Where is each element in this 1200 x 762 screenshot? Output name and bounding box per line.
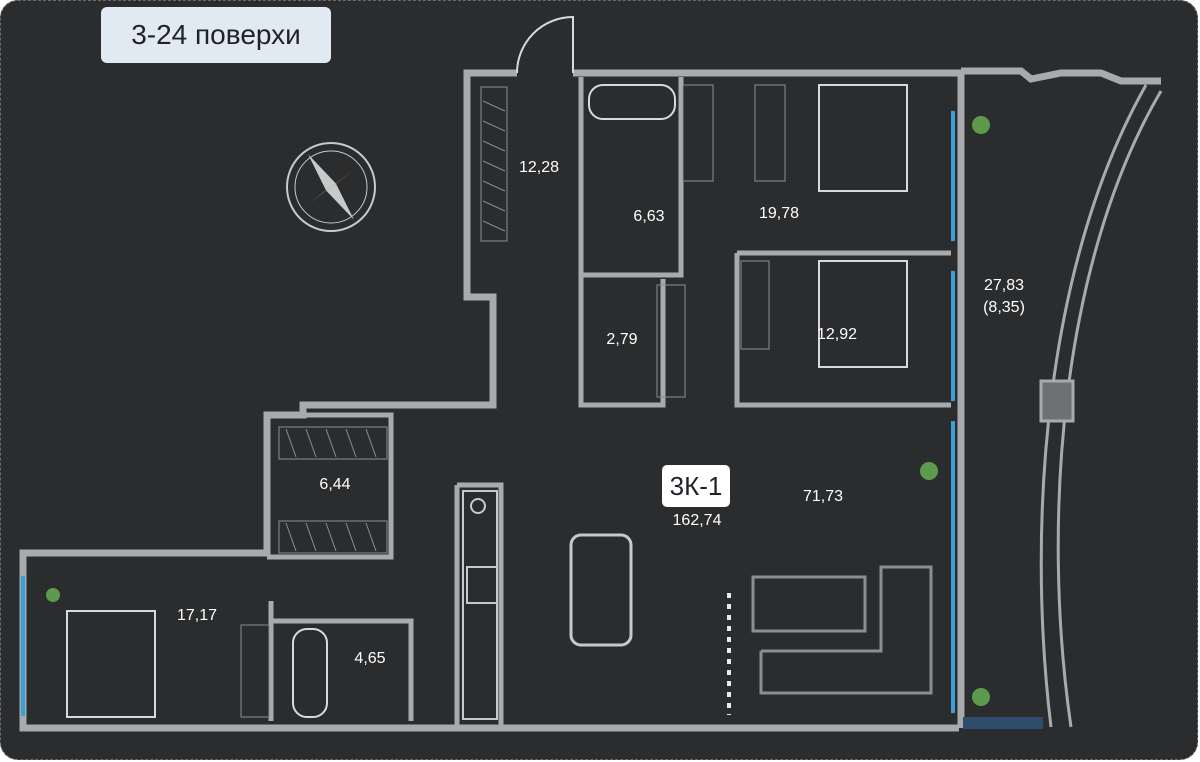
dining-table <box>569 533 633 647</box>
compass-icon <box>286 142 376 232</box>
interior-walls <box>267 77 951 728</box>
windows <box>21 111 955 716</box>
bathtubs <box>292 84 676 718</box>
beds <box>66 84 908 718</box>
apartment-code-badge: 3К-1 <box>662 465 730 507</box>
terrace-railing <box>1039 84 1163 728</box>
terrace-area-reduced: (8,35) <box>983 299 1025 316</box>
floors-badge: 3-24 поверхи <box>101 7 331 63</box>
wardrobes <box>240 84 786 718</box>
room-area-dressing: 6,44 <box>319 476 351 493</box>
terrace-area: 27,83 <box>983 277 1025 294</box>
room-area-hall: 12,28 <box>518 159 560 176</box>
entry-door <box>516 15 574 74</box>
exterior-walls <box>19 67 1161 732</box>
terrace-floor-strip <box>963 717 1043 729</box>
room-area-bedroom-1: 19,78 <box>758 205 800 222</box>
room-area-bedroom-3: 17,17 <box>176 607 218 624</box>
room-area-bedroom-2: 12,92 <box>816 326 858 343</box>
room-area-living: 71,73 <box>802 488 844 505</box>
room-area-terrace: 27,83 (8,35) <box>983 275 1025 319</box>
room-area-bathroom-2: 4,65 <box>354 650 386 667</box>
kitchen-counter <box>462 490 498 720</box>
plants <box>46 116 990 706</box>
room-area-wc: 2,79 <box>606 331 638 348</box>
room-area-bathroom-1: 6,63 <box>633 208 665 225</box>
apartment-total-area: 162,74 <box>672 512 722 529</box>
sofa <box>751 565 933 695</box>
